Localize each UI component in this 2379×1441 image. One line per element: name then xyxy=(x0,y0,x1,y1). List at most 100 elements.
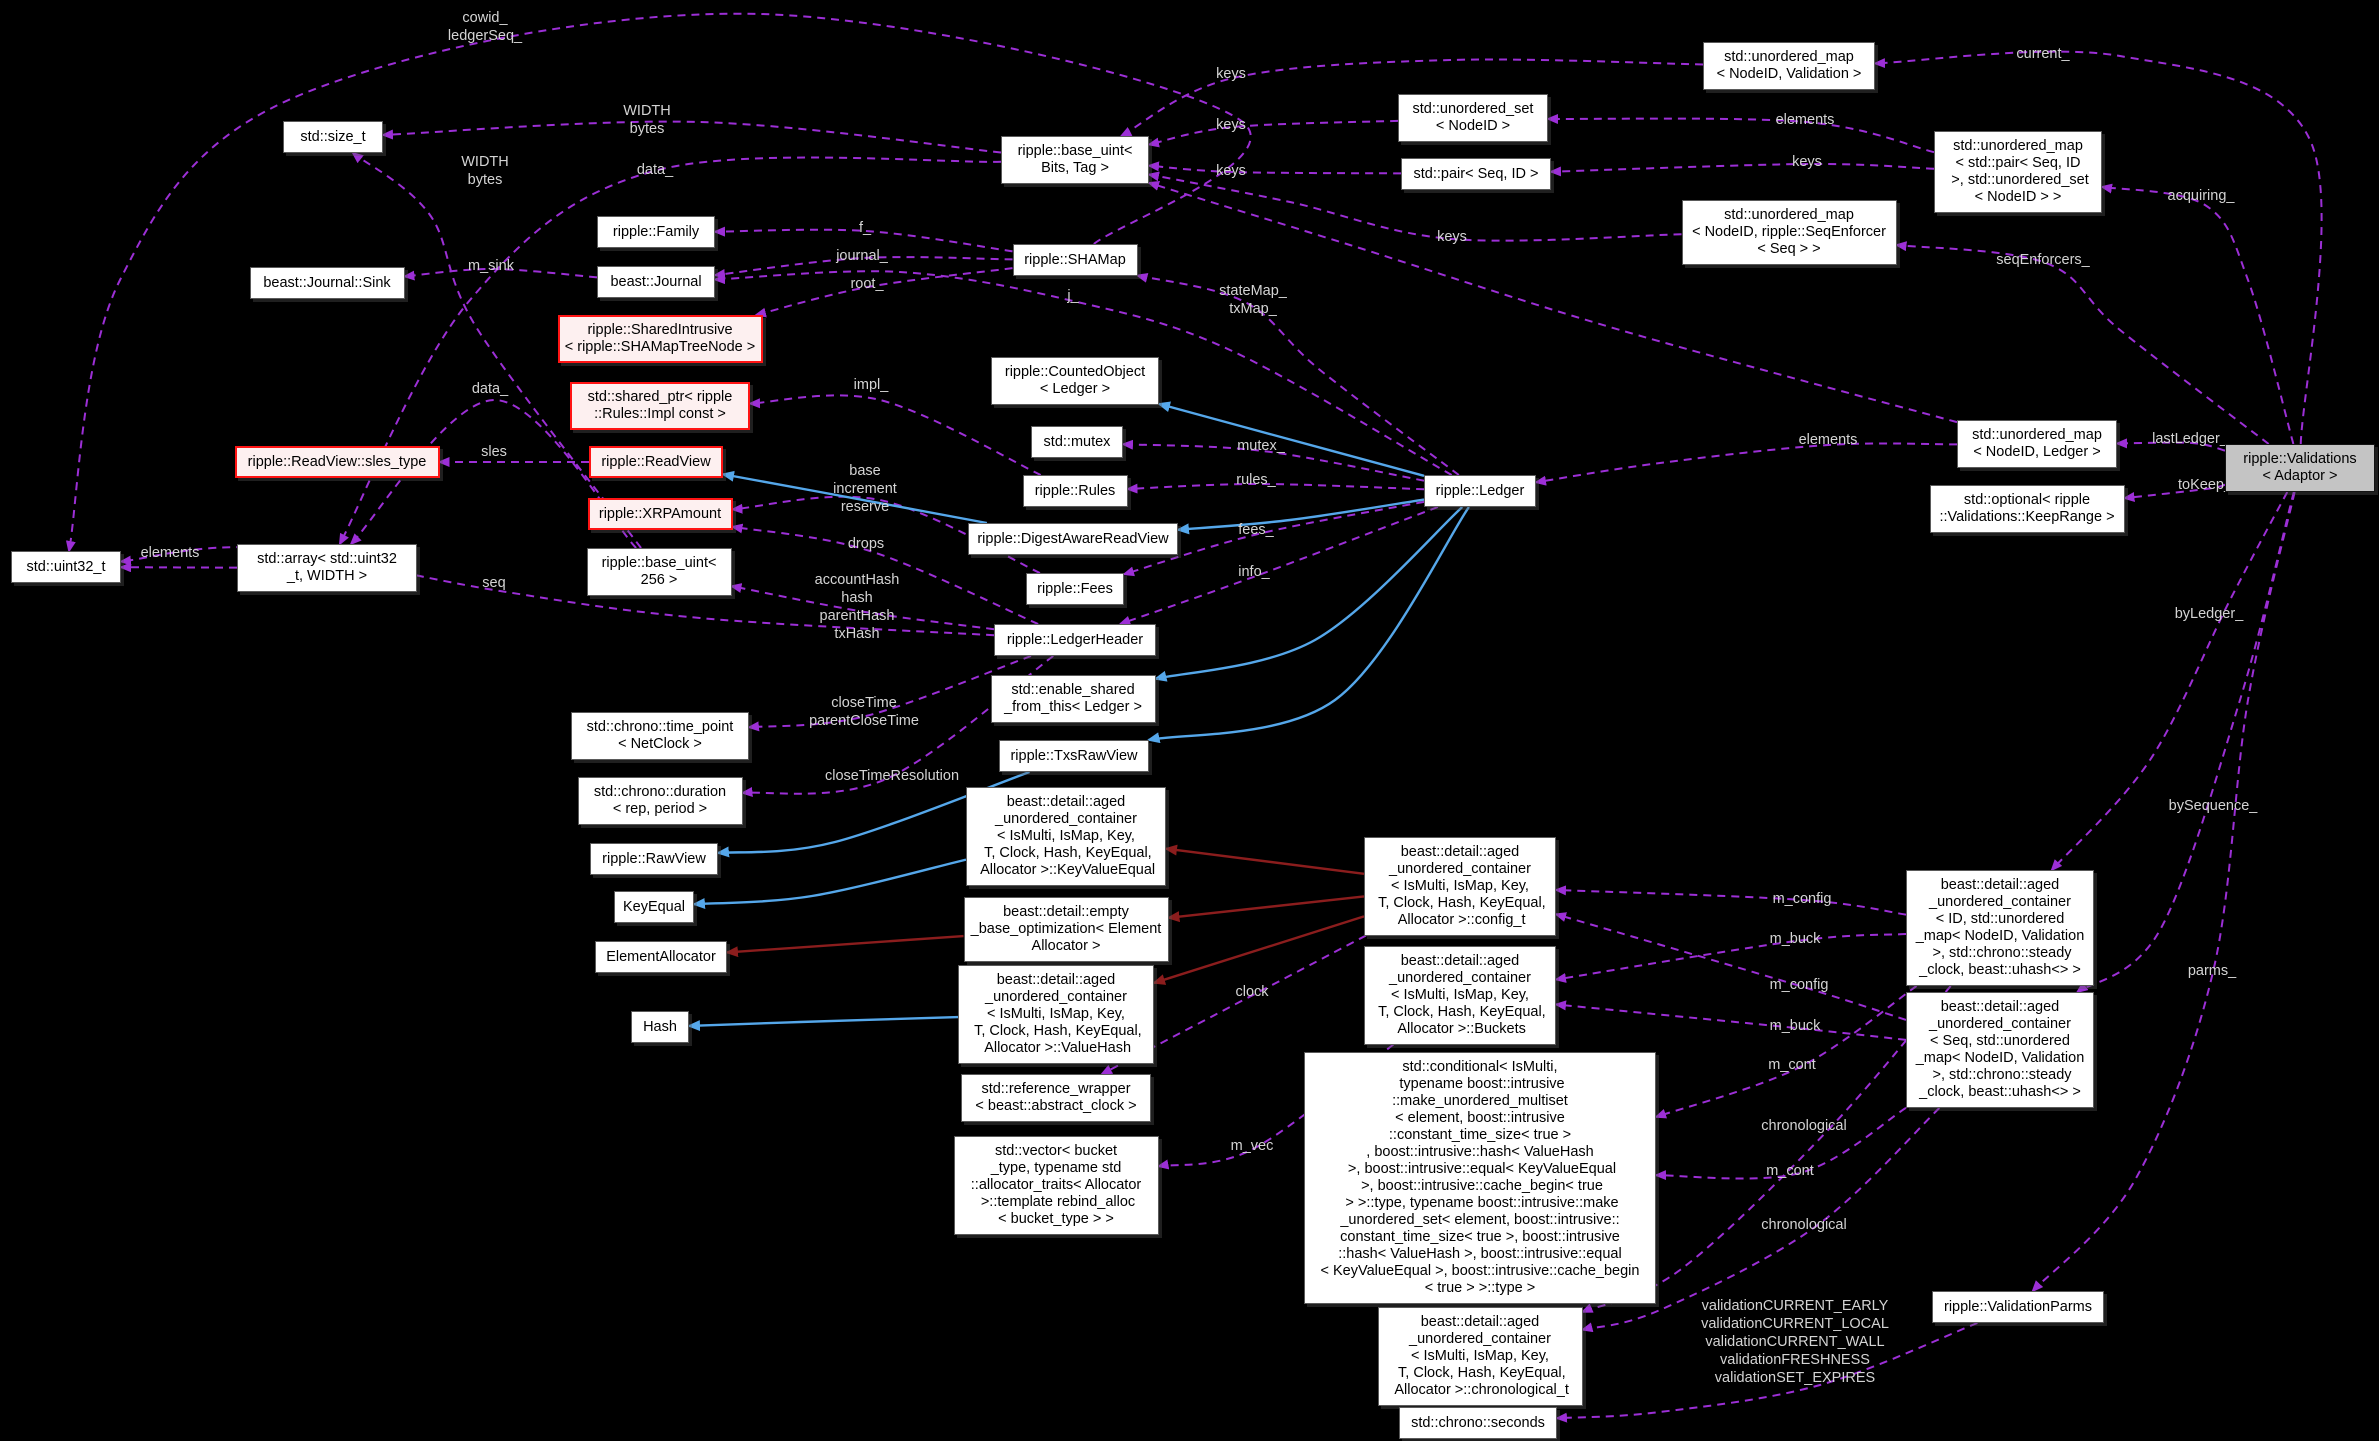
class-node-family[interactable]: ripple::Family xyxy=(597,216,715,248)
edge-shamap-to-journal xyxy=(713,256,1013,279)
edge-ledger-to-txsraw xyxy=(1146,506,1470,744)
class-node-usetN[interactable]: std::unordered_set < NodeID > xyxy=(1398,94,1548,142)
class-node-rules[interactable]: ripple::Rules xyxy=(1022,475,1128,507)
edge-bu256-to-size_t xyxy=(351,151,642,549)
class-node-buckets[interactable]: beast::detail::aged _unordered_container… xyxy=(1364,945,1556,1045)
class-node-bu256[interactable]: ripple::base_uint< 256 > xyxy=(586,548,732,596)
edge-cfg-to-valuehash xyxy=(1152,915,1365,985)
class-node-sink[interactable]: beast::Journal::Sink xyxy=(249,267,405,299)
class-node-mutex[interactable]: std::mutex xyxy=(1031,426,1123,458)
edge-umapNV-to-bubits xyxy=(1119,58,1704,137)
edge-umapNL-to-ledger xyxy=(1534,442,1958,486)
edge-cfg-to-kve xyxy=(1164,844,1365,876)
class-node-refwrap[interactable]: std::reference_wrapper < beast::abstract… xyxy=(961,1074,1151,1122)
edge-ledger-to-digest xyxy=(1176,498,1425,535)
class-node-enableshared[interactable]: std::enable_shared _from_this< Ledger > xyxy=(990,675,1156,723)
class-node-conditional[interactable]: std::conditional< IsMulti, typename boos… xyxy=(1304,1052,1656,1304)
class-node-uint32[interactable]: std::uint32_t xyxy=(11,551,121,583)
class-node-readview[interactable]: ripple::ReadView xyxy=(589,446,723,478)
edge-agedID-to-buckets xyxy=(1554,932,1907,983)
edge-ledger-to-enableshared xyxy=(1153,506,1464,682)
class-node-elemalloc[interactable]: ElementAllocator xyxy=(595,941,727,973)
class-node-valuehash[interactable]: beast::detail::aged _unordered_container… xyxy=(958,964,1154,1064)
class-node-umapPS[interactable]: std::unordered_map < std::pair< Seq, ID … xyxy=(1934,131,2102,213)
class-node-duration[interactable]: std::chrono::duration < rep, period > xyxy=(577,777,743,825)
class-node-rawview[interactable]: ripple::RawView xyxy=(590,843,718,875)
class-node-timepoint[interactable]: std::chrono::time_point < NetClock > xyxy=(571,712,749,760)
edge-ledger-to-ledgerheader xyxy=(1118,506,1439,626)
edge-usetN-to-bubits xyxy=(1147,119,1399,148)
edge-ebo-to-elemalloc xyxy=(725,934,964,958)
class-node-sharedintrusive[interactable]: ripple::SharedIntrusive < ripple::SHAMap… xyxy=(557,315,763,363)
class-node-parms[interactable]: ripple::ValidationParms xyxy=(1932,1291,2104,1323)
edge-umapNL-to-bubits xyxy=(1147,181,1958,424)
edge-validations-to-umapNL xyxy=(2115,438,2226,452)
class-node-validations[interactable]: ripple::Validations < Adaptor > xyxy=(2225,444,2375,492)
class-node-umapNL[interactable]: std::unordered_map < NodeID, Ledger > xyxy=(1957,420,2117,468)
edge-validations-to-agedSeq xyxy=(2075,491,2295,994)
class-node-xrp[interactable]: ripple::XRPAmount xyxy=(587,498,733,530)
edge-agedSeq-to-chront xyxy=(1580,1107,1941,1333)
edge-agedID-to-chront xyxy=(1580,985,1952,1313)
class-node-agedID[interactable]: beast::detail::aged _unordered_container… xyxy=(1906,870,2094,986)
class-node-counted[interactable]: ripple::CountedObject < Ledger > xyxy=(991,357,1159,405)
class-node-ebo[interactable]: beast::detail::empty _base_optimization<… xyxy=(963,896,1169,962)
edge-shamap-to-sharedintrusive xyxy=(754,267,1013,318)
class-node-fees[interactable]: ripple::Fees xyxy=(1026,573,1124,605)
class-node-agedSeq[interactable]: beast::detail::aged _unordered_container… xyxy=(1906,992,2094,1108)
class-node-keyequal[interactable]: KeyEqual xyxy=(614,891,694,923)
class-node-hash[interactable]: Hash xyxy=(631,1011,689,1043)
edge-journal-to-sink xyxy=(402,267,598,281)
class-node-optional[interactable]: std::optional< ripple ::Validations::Kee… xyxy=(1929,485,2125,533)
edge-ledger-to-counted xyxy=(1157,401,1425,477)
class-node-slestype[interactable]: ripple::ReadView::sles_type xyxy=(234,446,440,478)
edge-validations-to-agedID xyxy=(2050,491,2289,872)
edge-ledgerheader-to-timepoint xyxy=(747,655,1032,732)
edge-cfg-to-ebo xyxy=(1166,895,1365,923)
class-node-txsraw[interactable]: ripple::TxsRawView xyxy=(999,740,1149,772)
class-node-seconds[interactable]: std::chrono::seconds xyxy=(1399,1407,1557,1439)
edge-valuehash-to-hash xyxy=(687,1015,959,1032)
class-node-chront[interactable]: beast::detail::aged _unordered_container… xyxy=(1377,1306,1583,1406)
edge-validations-to-parms xyxy=(2031,491,2296,1293)
edge-agedID-to-cfg xyxy=(1554,885,1907,916)
edge-rules-to-sharedptr xyxy=(748,394,1042,476)
edge-digest-to-readview xyxy=(721,470,988,525)
edge-agedID-to-conditional xyxy=(1654,985,1918,1119)
class-node-digest[interactable]: ripple::DigestAwareReadView xyxy=(968,523,1178,555)
edge-validations-to-umapSE xyxy=(1894,241,2270,445)
edge-umapPS-to-usetN xyxy=(1546,114,1935,154)
class-node-umapNV[interactable]: std::unordered_map < NodeID, Validation … xyxy=(1703,42,1875,90)
class-node-cfg[interactable]: beast::detail::aged _unordered_container… xyxy=(1364,836,1556,936)
class-node-bubits[interactable]: ripple::base_uint< Bits, Tag > xyxy=(1001,136,1149,184)
class-node-sharedptr[interactable]: std::shared_ptr< ripple ::Rules::Impl co… xyxy=(570,382,750,430)
edge-validations-to-umapNV xyxy=(1873,50,2323,445)
class-node-pairSI[interactable]: std::pair< Seq, ID > xyxy=(1401,158,1551,190)
edge-shamap-to-uint32 xyxy=(65,12,1252,553)
edge-pairSI-to-bubits xyxy=(1147,161,1402,175)
edge-bubits-to-array xyxy=(338,156,1002,546)
class-node-journal[interactable]: beast::Journal xyxy=(597,266,715,298)
edge-ledger-to-shamap xyxy=(1135,272,1460,476)
class-node-kve[interactable]: beast::detail::aged _unordered_container… xyxy=(966,786,1166,886)
edge-parms-to-seconds xyxy=(1555,1322,1978,1423)
class-node-vec[interactable]: std::vector< bucket _type, typename std … xyxy=(953,1135,1159,1235)
class-node-ledger[interactable]: ripple::Ledger xyxy=(1424,475,1536,507)
class-node-ledgerheader[interactable]: ripple::LedgerHeader xyxy=(994,624,1156,656)
edge-ledger-to-fees xyxy=(1122,500,1425,577)
edge-umapSE-to-bubits xyxy=(1147,171,1682,242)
edge-agedSeq-to-conditional xyxy=(1654,1106,1907,1181)
edge-buckets-to-vec xyxy=(1156,1043,1395,1170)
class-node-shamap[interactable]: ripple::SHAMap xyxy=(1012,244,1138,276)
class-node-umapSE[interactable]: std::unordered_map < NodeID, ripple::Seq… xyxy=(1681,199,1897,265)
class-node-size_t[interactable]: std::size_t xyxy=(283,121,383,153)
edge-agedSeq-to-buckets xyxy=(1554,1000,1907,1041)
edge-shamap-to-family xyxy=(713,226,1013,253)
edge-kve-to-keyequal xyxy=(692,858,967,909)
class-node-array[interactable]: std::array< std::uint32 _t, WIDTH > xyxy=(237,544,417,592)
edge-cfg-to-refwrap xyxy=(1100,934,1367,1075)
edge-umapPS-to-pairSI xyxy=(1549,162,1935,177)
edge-ledgerheader-to-xrp xyxy=(730,523,1039,625)
